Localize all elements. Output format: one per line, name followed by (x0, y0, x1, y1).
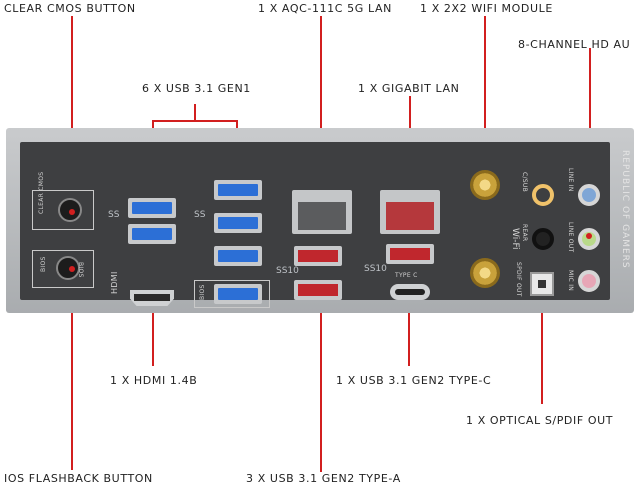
usb3-port-bios[interactable] (214, 284, 262, 304)
label-clear-cmos: CLEAR CMOS BUTTON (4, 2, 136, 15)
usb-typec-port[interactable] (390, 284, 430, 300)
bios-btn-text: BIOS (77, 262, 84, 278)
rear-text: REAR (521, 224, 528, 242)
leader-typea-v (320, 296, 322, 472)
leader-typec (408, 300, 410, 366)
label-aqc-lan: 1 X AQC-111C 5G LAN (258, 2, 392, 15)
audio-mic-in-jack[interactable] (578, 270, 600, 292)
spdif-out-text: SPDIF OUT (515, 262, 522, 297)
line-out-text: LINE OUT (567, 222, 574, 253)
usb3-port-2[interactable] (128, 224, 176, 244)
label-bios-flashback: IOS FLASHBACK BUTTON (4, 472, 153, 485)
accent-dot-1 (69, 209, 75, 215)
ss-logo-middle: SS (194, 210, 206, 220)
bios-flashback-button[interactable] (56, 256, 80, 280)
leader-aqc-lan (320, 16, 322, 194)
rog-text: REPUBLIC OF GAMERS (620, 150, 630, 269)
usb3-port-3[interactable] (214, 180, 262, 200)
label-optical: 1 X OPTICAL S/PDIF OUT (466, 414, 614, 427)
usb-gen2-typea-3[interactable] (386, 244, 434, 264)
leader-wifi (484, 16, 486, 184)
spdif-out-port[interactable] (530, 272, 554, 296)
gigabit-lan-port[interactable] (380, 190, 440, 234)
bios-usb-box (194, 280, 270, 308)
leader-optical (541, 288, 543, 404)
wifi-text: Wi-Fi (510, 228, 520, 250)
audio-line-in-jack[interactable] (578, 184, 600, 206)
aqc-5g-lan-port[interactable] (292, 190, 352, 234)
hdmi-port[interactable] (130, 290, 174, 306)
wifi-antenna-1[interactable] (470, 170, 500, 200)
c-sub-text: C/SUB (521, 172, 528, 193)
wifi-antenna-2[interactable] (470, 258, 500, 288)
audio-line-out-jack[interactable] (578, 228, 600, 250)
leader-clear-cmos (71, 16, 73, 212)
bios-usb-text: BIOS (199, 284, 206, 300)
leader-usb-gen1-stem (194, 104, 196, 121)
bios-box (32, 250, 94, 288)
audio-csub-jack[interactable] (532, 184, 554, 206)
ss10-logo-right: SS10 (364, 264, 387, 274)
line-in-text: LINE IN (567, 168, 574, 192)
audio-rear-jack[interactable] (532, 228, 554, 250)
ss10-logo-left: SS10 (276, 266, 299, 276)
bios-text: BIOS (40, 256, 47, 272)
usb3-port-1[interactable] (128, 198, 176, 218)
label-typec: 1 X USB 3.1 GEN2 TYPE-C (336, 374, 492, 387)
label-hd-audio: 8-CHANNEL HD AU (518, 38, 631, 51)
label-usb-typea: 3 X USB 3.1 GEN2 TYPE-A (246, 472, 401, 485)
hdmi-text: HDMI (110, 271, 119, 294)
ss-logo-left: SS (108, 210, 120, 220)
label-hdmi: 1 X HDMI 1.4B (110, 374, 198, 387)
leader-hdmi (152, 300, 154, 366)
typec-text: TYPE C (395, 272, 418, 279)
mic-in-text: MIC IN (567, 270, 574, 292)
label-gigabit: 1 X GIGABIT LAN (358, 82, 460, 95)
leader-bios (71, 270, 73, 470)
leader-usb-gen1-top (152, 120, 238, 122)
usb3-port-4[interactable] (214, 213, 262, 233)
usb-gen2-typea-2[interactable] (294, 280, 342, 300)
usb-gen2-typea-1[interactable] (294, 246, 342, 266)
clear-cmos-text: CLEAR CMOS (38, 171, 45, 214)
accent-dot-3 (586, 233, 592, 239)
accent-dot-2 (69, 266, 75, 272)
label-usb-gen1: 6 X USB 3.1 GEN1 (142, 82, 251, 95)
clear-cmos-box (32, 190, 94, 230)
label-wifi: 1 X 2X2 WIFI MODULE (420, 2, 553, 15)
usb3-port-5[interactable] (214, 246, 262, 266)
